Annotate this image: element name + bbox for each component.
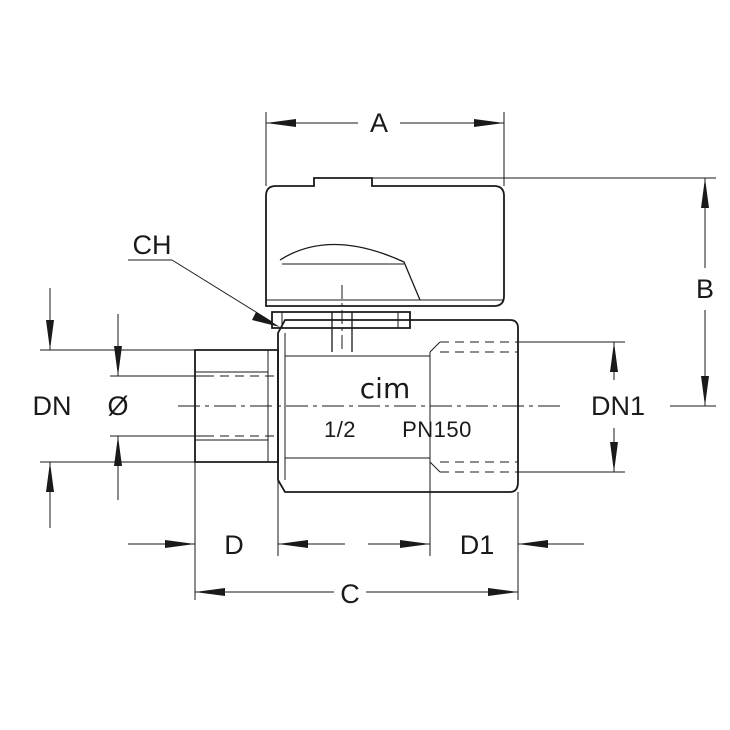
leader-CH <box>128 259 280 327</box>
label-D: D <box>224 530 244 560</box>
dimension-A <box>265 112 505 186</box>
dimension-DN1 <box>518 341 625 473</box>
label-DN1: DN1 <box>591 391 645 421</box>
dimension-diameter <box>110 314 205 500</box>
dimension-B <box>372 177 716 407</box>
valve-main-body <box>277 319 519 493</box>
label-C: C <box>340 579 360 609</box>
pressure-marking: PN150 <box>402 417 472 442</box>
brand-marking: cim <box>360 372 410 405</box>
label-diameter: Ø <box>107 391 128 421</box>
label-CH: CH <box>133 230 172 260</box>
lever-handle <box>265 177 505 307</box>
dimension-C <box>195 588 518 596</box>
label-B: B <box>696 274 714 304</box>
label-DN: DN <box>33 391 72 421</box>
dimension-D <box>128 462 345 600</box>
label-D1: D1 <box>460 530 495 560</box>
valve-body <box>178 319 560 493</box>
size-marking: 1/2 <box>324 417 356 442</box>
label-A: A <box>370 108 388 138</box>
dimension-D1 <box>368 462 584 600</box>
valve-stem <box>271 285 411 352</box>
